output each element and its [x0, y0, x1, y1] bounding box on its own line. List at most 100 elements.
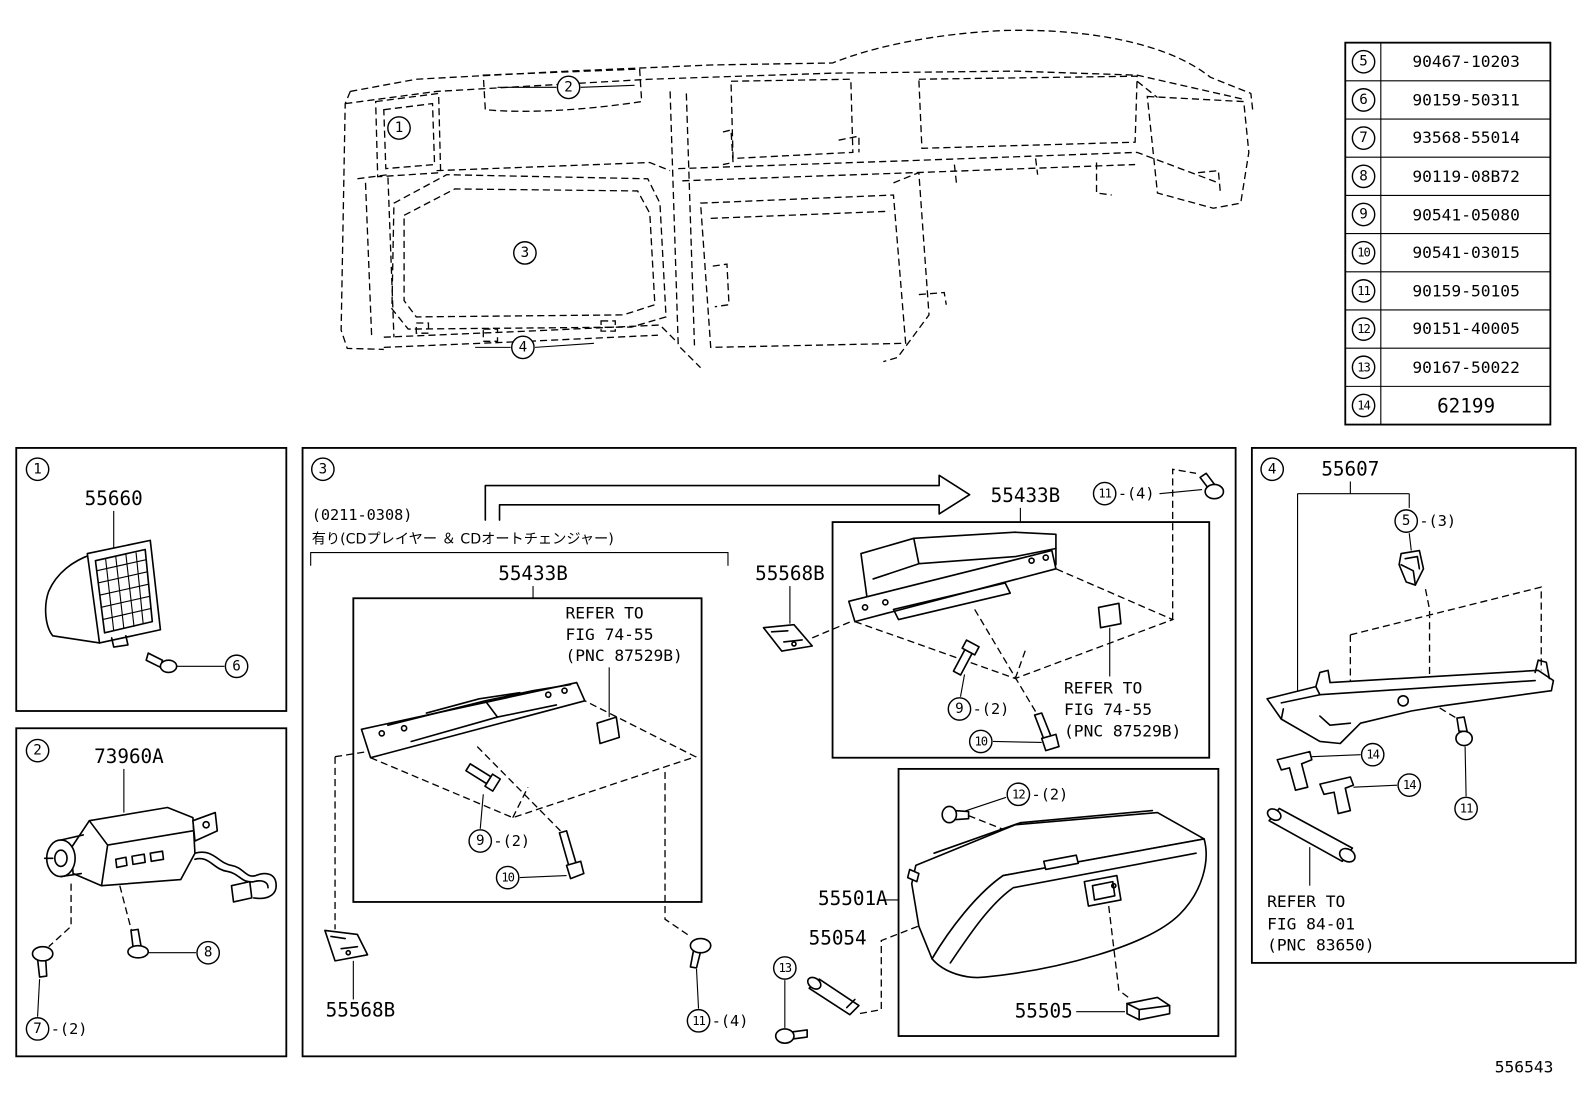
dash-glove-opening-inner [403, 188, 656, 318]
dash-top-panel [482, 68, 643, 112]
table-row-ref: 11 [1357, 284, 1370, 298]
callout-14a-number: 14 [1366, 748, 1379, 762]
leader-right-screw-11 [1159, 489, 1203, 495]
table-row-part-no: 90159-50311 [1412, 91, 1519, 110]
replacement-arrow [484, 474, 971, 521]
overview-callout-4-number: 4 [519, 339, 528, 355]
left-callout-10-number: 10 [501, 871, 514, 885]
left-refer-line-3: (PNC 87529B) [566, 646, 683, 665]
dash-airbag-screw-8 [119, 885, 133, 933]
table-row-ref: 8 [1359, 168, 1368, 184]
leader-clip-14b [1353, 784, 1398, 788]
date-range-label: (0211-0308) [312, 506, 413, 524]
lower-tray-part-no: 55607 [1321, 457, 1379, 480]
panel-3-callout-number: 3 [319, 461, 328, 477]
callout-13: 13 [772, 956, 797, 980]
hinge-pin-drawing [806, 976, 860, 1016]
dash-beam-bracket-a [415, 322, 430, 334]
glove-box-frame [897, 767, 1220, 1037]
panel-4-callout: 4 [1260, 457, 1285, 482]
dash-right-bracket-hidden [811, 468, 1197, 716]
callout-6-number: 6 [232, 658, 241, 674]
hinge-pin-part-no: 55054 [809, 927, 867, 950]
screw-12-drawing [941, 805, 970, 824]
overview-callout-3: 3 [513, 241, 537, 265]
right-callout-10-number: 10 [974, 734, 987, 748]
clip-14a-drawing [1276, 750, 1313, 792]
table-row-part-no: 90119-08B72 [1412, 167, 1519, 186]
dash-lower-beam [383, 324, 679, 349]
panel-4: 4 55607 5 -(3) 11 14 [1250, 447, 1577, 964]
dash-right-bracket [918, 80, 1158, 305]
rod-drawing [1266, 807, 1356, 863]
dash-left-end [340, 91, 384, 351]
panel-3-frame [301, 447, 1237, 1058]
leader-screw-12 [960, 796, 1007, 814]
latch-drawing [1126, 996, 1171, 1021]
leader-clip-14a [1311, 754, 1361, 758]
dash-beam-bracket-b [482, 328, 499, 342]
right-pin-10-drawing [1033, 712, 1060, 752]
panel-1-callout: 1 [25, 457, 50, 482]
dash-airbag-screw-7 [48, 883, 72, 948]
leader-overview-2 [497, 84, 635, 88]
callout-7-number: 7 [33, 1021, 42, 1037]
condition-label: 有り(CDプレイヤー ＆ CDオートチェンジャー) [312, 530, 614, 547]
right-callout-11-number: 11 [1098, 487, 1111, 501]
leader-right-pin-10 [992, 740, 1042, 744]
callout-12-number: 12 [1012, 787, 1025, 801]
dash-upper-cluster-bracket [722, 129, 860, 166]
leader-right-bolt-9 [959, 674, 966, 697]
screw-12-qty: -(2) [1032, 785, 1069, 803]
right-bolt-9-drawing [952, 639, 980, 676]
callout-8-number: 8 [204, 945, 213, 961]
diagram-id: 556543 [1495, 1058, 1554, 1077]
right-refer-line-3: (PNC 87529B) [1064, 721, 1181, 740]
overview-callout-2: 2 [556, 75, 581, 100]
dashboard-overview [340, 29, 1254, 369]
left-clip-part-no: 55568B [326, 999, 396, 1022]
overview-callout-2-number: 2 [564, 79, 573, 95]
callout-7: 7 [25, 1017, 50, 1041]
panel-4-frame [1250, 447, 1577, 964]
dash-left-bracket-hidden [334, 700, 698, 938]
screw-7-qty: -(2) [51, 1020, 88, 1038]
callout-8: 8 [196, 940, 221, 965]
panel-1: 1 55660 6 [15, 447, 288, 712]
right-callout-9-number: 9 [955, 701, 964, 717]
left-bolt-9-qty: -(2) [493, 832, 530, 850]
left-refer-line-2: FIG 74-55 [566, 625, 654, 644]
dash-center-cavity-rail [710, 210, 890, 308]
condition-bracket [310, 551, 729, 566]
lower-tray-bracket [1297, 481, 1410, 696]
callout-6: 6 [224, 654, 249, 679]
table-row: 8 90119-08B72 [1351, 164, 1520, 189]
dash-glove-opening [391, 174, 667, 330]
panel-2-callout: 2 [25, 738, 50, 763]
glove-box-drawing [906, 809, 1207, 979]
table-row-ref: 10 [1357, 246, 1370, 260]
dash-latch [1108, 905, 1132, 1000]
panel-4-callout-number: 4 [1268, 461, 1277, 477]
dash-tray-hidden [1349, 586, 1542, 711]
panel-2-frame [15, 727, 288, 1058]
left-callout-9-number: 9 [476, 833, 485, 849]
screw-13-drawing [774, 1028, 808, 1044]
callout-14b: 14 [1397, 773, 1422, 798]
rod-refer-line-3: (PNC 83650) [1267, 936, 1374, 955]
dash-mid-beam [678, 151, 1219, 184]
airbag-part-no: 73960A [94, 745, 164, 768]
overview-callout-4: 4 [511, 335, 535, 360]
clip-14b-drawing [1319, 776, 1355, 815]
tray-callout-11: 11 [1454, 796, 1478, 821]
dash-center-stack-left [669, 91, 702, 369]
side-vent-part-no: 55660 [85, 487, 143, 510]
table-row-part-no: 62199 [1437, 394, 1495, 417]
dash-upper-cluster [730, 78, 854, 160]
screw-8-drawing [127, 928, 150, 959]
left-screw-11-qty: -(4) [712, 1012, 749, 1030]
right-refer-line-2: FIG 74-55 [1064, 700, 1152, 719]
